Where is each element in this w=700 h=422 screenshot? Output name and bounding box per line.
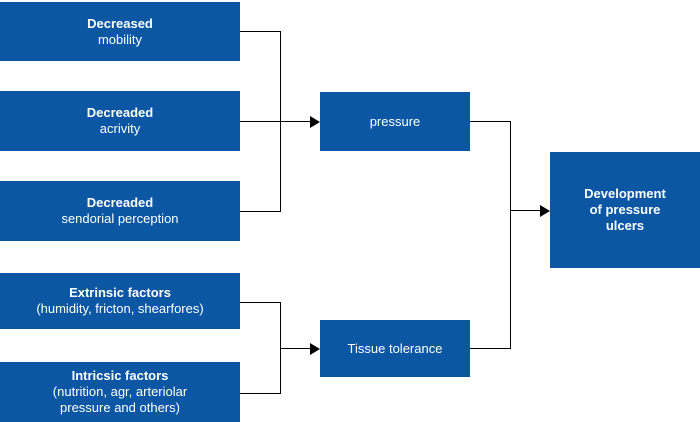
node-decreased-activity-line1: Decreaded [86, 105, 154, 121]
edge-tissue-inlet [280, 348, 313, 349]
node-development-line2: of pressure [589, 202, 661, 218]
edge-tissue-bus [280, 302, 281, 394]
arrowhead-to-outcome [540, 205, 550, 217]
node-tissue-tolerance[interactable]: Tissue tolerance [320, 320, 470, 377]
arrowhead-to-pressure [310, 116, 320, 128]
edge-pressure-stub [470, 121, 511, 122]
edge-pressure-bus [280, 31, 281, 212]
node-intrinsic-factors-line2: (nutrition, agr, arteriolar [52, 384, 188, 400]
node-pressure-label: pressure [369, 113, 421, 129]
node-development-line3: ulcers [605, 217, 645, 233]
edge-pressure-inlet [280, 121, 313, 122]
edge-activity-stub [240, 121, 281, 122]
node-extrinsic-factors[interactable]: Extrinsic factors (humidity, fricton, sh… [0, 273, 240, 329]
arrowhead-to-tissue-tolerance [310, 343, 320, 355]
edge-outcome-inlet [510, 210, 543, 211]
edge-tissue-stub [470, 348, 511, 349]
edge-sensory-stub [240, 211, 281, 212]
node-intrinsic-factors[interactable]: Intricsic factors (nutrition, agr, arter… [0, 362, 240, 422]
node-decreased-activity-line2: acrivity [99, 121, 141, 136]
node-decreased-sensory-perception-line1: Decreaded [86, 195, 154, 211]
node-extrinsic-factors-line1: Extrinsic factors [69, 285, 171, 301]
node-pressure[interactable]: pressure [320, 92, 470, 151]
node-development-of-pressure-ulcers[interactable]: Development of pressure ulcers [550, 152, 700, 268]
edge-intrinsic-stub [240, 393, 281, 394]
edge-outcome-bus [510, 121, 511, 349]
node-tissue-tolerance-label: Tissue tolerance [347, 340, 443, 356]
edge-mobility-stub [240, 31, 281, 32]
edge-extrinsic-stub [240, 302, 281, 303]
node-decreased-sensory-perception[interactable]: Decreaded sendorial perception [0, 181, 240, 241]
node-decreased-mobility-line2: mobility [97, 31, 143, 47]
node-decreased-sensory-perception-line2: sendorial perception [61, 211, 179, 226]
node-decreased-mobility-line1: Decreased [87, 15, 153, 31]
node-intrinsic-factors-line1: Intricsic factors [71, 368, 169, 384]
node-decreased-activity[interactable]: Decreaded acrivity [0, 91, 240, 151]
node-intrinsic-factors-line3: pressure and others) [60, 399, 180, 415]
node-extrinsic-factors-line2: (humidity, fricton, shearfores) [36, 301, 204, 316]
node-decreased-mobility[interactable]: Decreased mobility [0, 2, 240, 61]
node-development-line1: Development [584, 186, 666, 202]
